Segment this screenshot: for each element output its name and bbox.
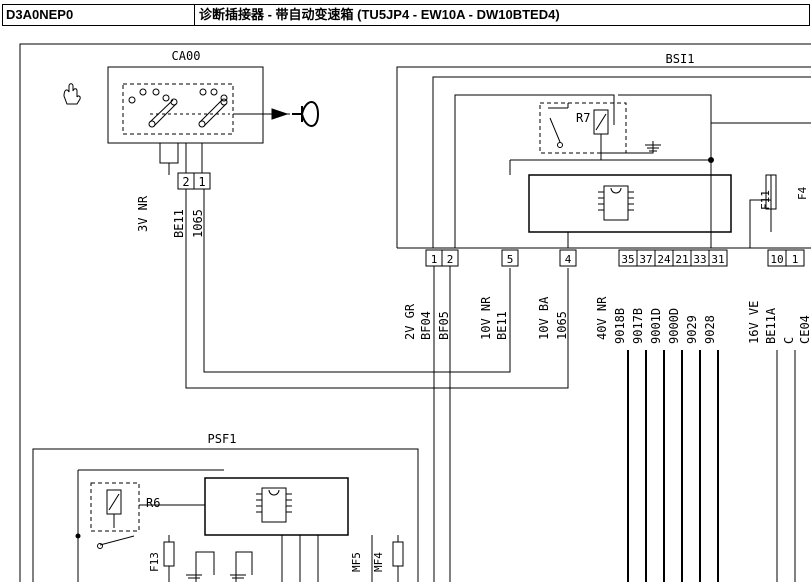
pin-2: 2	[447, 253, 454, 266]
hand-icon	[63, 83, 81, 105]
bsi1-label: BSI1	[666, 52, 695, 66]
ca00-component: CA00 2 1 3V NR BE11 1065	[107, 49, 320, 238]
diagram-code: D3A0NEP0	[3, 5, 195, 25]
bsi1-connectors: 1 2 5 4 35 37 24 21 33 31 10 1	[425, 249, 805, 267]
label-ce04: CE04	[798, 315, 811, 344]
label-9000d: 9000D	[667, 308, 681, 344]
pin-5: 5	[507, 253, 514, 266]
pin-24: 24	[657, 253, 671, 266]
label-be11a: BE11A	[764, 307, 778, 344]
chip-icon	[603, 185, 629, 221]
label-c: C	[782, 337, 796, 344]
pin-33: 33	[693, 253, 706, 266]
label-40v-nr: 40V NR	[595, 296, 609, 340]
wire-1065	[203, 189, 511, 373]
psf1-component: PSF1 R6 F13 MF5 MF4	[32, 432, 419, 582]
fuse-f13-label: F13	[148, 552, 161, 572]
label-9001d: 9001D	[649, 308, 663, 344]
label-9028: 9028	[703, 315, 717, 344]
connector-labels: 2V GR BF04 BF05 10V NR BE11 10V BA 1065 …	[403, 296, 811, 344]
label-1065: 1065	[555, 311, 569, 340]
diagram-frame	[19, 43, 811, 582]
bus-wires	[433, 266, 796, 582]
pin-31: 31	[711, 253, 724, 266]
label-bf04: BF04	[419, 311, 433, 340]
fuse-mf5-label: MF5	[350, 552, 363, 572]
label-2v-gr: 2V GR	[403, 303, 417, 340]
wire-be11	[185, 189, 569, 389]
ca00-wire-1065: 1065	[191, 209, 205, 238]
label-16v-ve: 16V VE	[747, 301, 761, 344]
bsi1-component: BSI1 R7 F11 F4	[396, 52, 811, 249]
ca00-wire-be11: BE11	[172, 209, 186, 238]
label-9029: 9029	[685, 315, 699, 344]
psf-chip-icon	[261, 487, 287, 523]
pin-1b: 1	[792, 253, 799, 266]
ca00-pin-2: 2	[182, 175, 189, 189]
pin-37: 37	[639, 253, 652, 266]
ca00-color-label: 3V NR	[136, 195, 150, 232]
fuse-mf4-label: MF4	[372, 552, 385, 572]
pin-35: 35	[621, 253, 634, 266]
label-be11: BE11	[495, 311, 509, 340]
label-bf05: BF05	[437, 311, 451, 340]
label-9017b: 9017B	[631, 308, 645, 344]
pin-21: 21	[675, 253, 688, 266]
label-10v-nr: 10V NR	[479, 296, 493, 340]
ca00-label: CA00	[172, 49, 201, 63]
label-10v-ba: 10V BA	[537, 296, 551, 340]
relay-r6-label: R6	[146, 496, 160, 510]
header-bar: D3A0NEP0 诊断插接器 - 带自动变速箱 (TU5JP4 - EW10A …	[2, 4, 810, 26]
label-9018b: 9018B	[613, 308, 627, 344]
psf1-label: PSF1	[208, 432, 237, 446]
diagram-title: 诊断插接器 - 带自动变速箱 (TU5JP4 - EW10A - DW10BTE…	[199, 7, 560, 22]
ground-icon	[645, 144, 661, 152]
pin-1: 1	[431, 253, 438, 266]
fuse-f11-label: F11	[759, 190, 772, 210]
fuse-f4-label: F4	[796, 186, 809, 200]
relay-r7-label: R7	[576, 111, 590, 125]
pin-10: 10	[770, 253, 783, 266]
ca00-pin-1: 1	[198, 175, 205, 189]
pin-4: 4	[565, 253, 572, 266]
